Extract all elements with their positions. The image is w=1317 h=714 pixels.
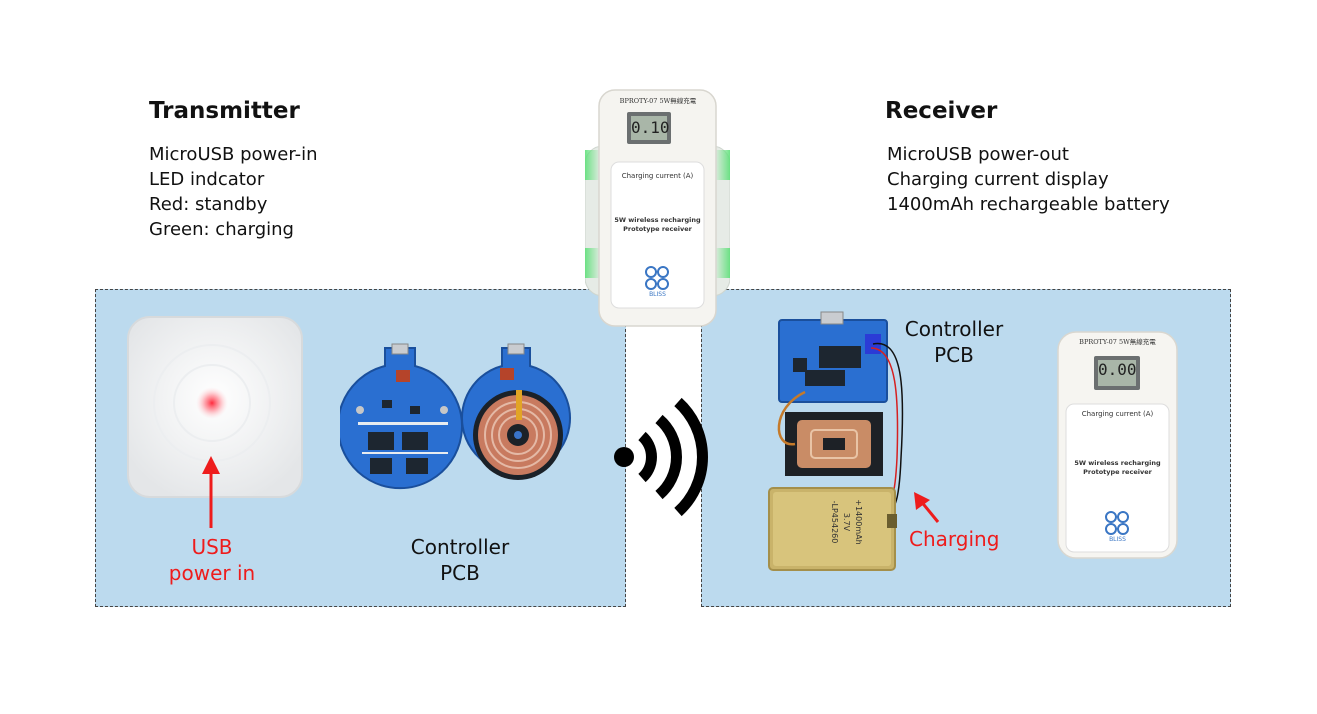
right-receiver-device xyxy=(1057,331,1178,559)
transmitter-pcb-front xyxy=(340,343,463,490)
receiver-title: Receiver xyxy=(885,98,998,124)
receiver-feature-list: MicroUSB power-out Charging current disp… xyxy=(887,142,1170,217)
right-device-display: 0.00 xyxy=(1098,360,1137,379)
right-device-logo-text: BLISS xyxy=(1109,536,1126,543)
top-receiver-device xyxy=(585,89,730,327)
transmitter-feature: LED indcator xyxy=(149,169,265,190)
receiver-feature: Charging current display xyxy=(887,169,1109,190)
right-device-card-title: Charging current (A) xyxy=(1081,410,1154,418)
top-device-model: BPROTY-07 5W無線充電 xyxy=(619,97,697,105)
battery-icon xyxy=(768,487,897,571)
green-led-icon xyxy=(714,248,730,278)
top-device-display: 0.10 xyxy=(631,118,670,137)
receiver-feature: MicroUSB power-out xyxy=(887,144,1069,165)
transmitter-feature-list: MicroUSB power-in LED indcator Red: stan… xyxy=(149,142,318,242)
transmitter-feature: Red: standby xyxy=(149,194,268,215)
receiver-feature: 1400mAh rechargeable battery xyxy=(887,194,1170,215)
receiver-pcb-label: Controller PCB xyxy=(904,317,1004,367)
green-led-icon xyxy=(585,248,601,278)
bliss-logo-icon xyxy=(1105,511,1129,535)
right-device-model: BPROTY-07 5W無線充電 xyxy=(1079,338,1156,346)
red-led-icon xyxy=(196,387,228,419)
charging-label: Charging xyxy=(909,527,1000,551)
transmitter-pad xyxy=(127,316,303,498)
top-device-card-text: 5W wireless recharging Prototype receive… xyxy=(614,216,701,233)
transmitter-coil-pcb xyxy=(461,343,571,480)
top-device-card-title: Charging current (A) xyxy=(621,172,694,180)
transmitter-pcb-label: Controller PCB xyxy=(410,535,510,585)
usb-arrow-icon xyxy=(202,456,220,528)
transmitter-feature: Green: charging xyxy=(149,219,294,240)
bliss-logo-icon xyxy=(645,266,669,290)
top-device-logo-text: BLISS xyxy=(649,291,666,298)
green-led-icon xyxy=(714,150,730,180)
green-led-icon xyxy=(585,150,601,180)
battery-text: +1400mAh 3.7V -LP454260 xyxy=(830,499,863,545)
usb-power-in-label: USB power in xyxy=(168,535,256,585)
transmitter-feature: MicroUSB power-in xyxy=(149,144,318,165)
right-device-card-text: 5W wireless recharging Prototype receive… xyxy=(1074,459,1161,476)
wireless-signal-icon xyxy=(614,397,708,517)
receiver-pcb-assembly xyxy=(777,311,904,511)
transmitter-title: Transmitter xyxy=(149,98,300,124)
charging-arrow-icon xyxy=(914,492,940,523)
